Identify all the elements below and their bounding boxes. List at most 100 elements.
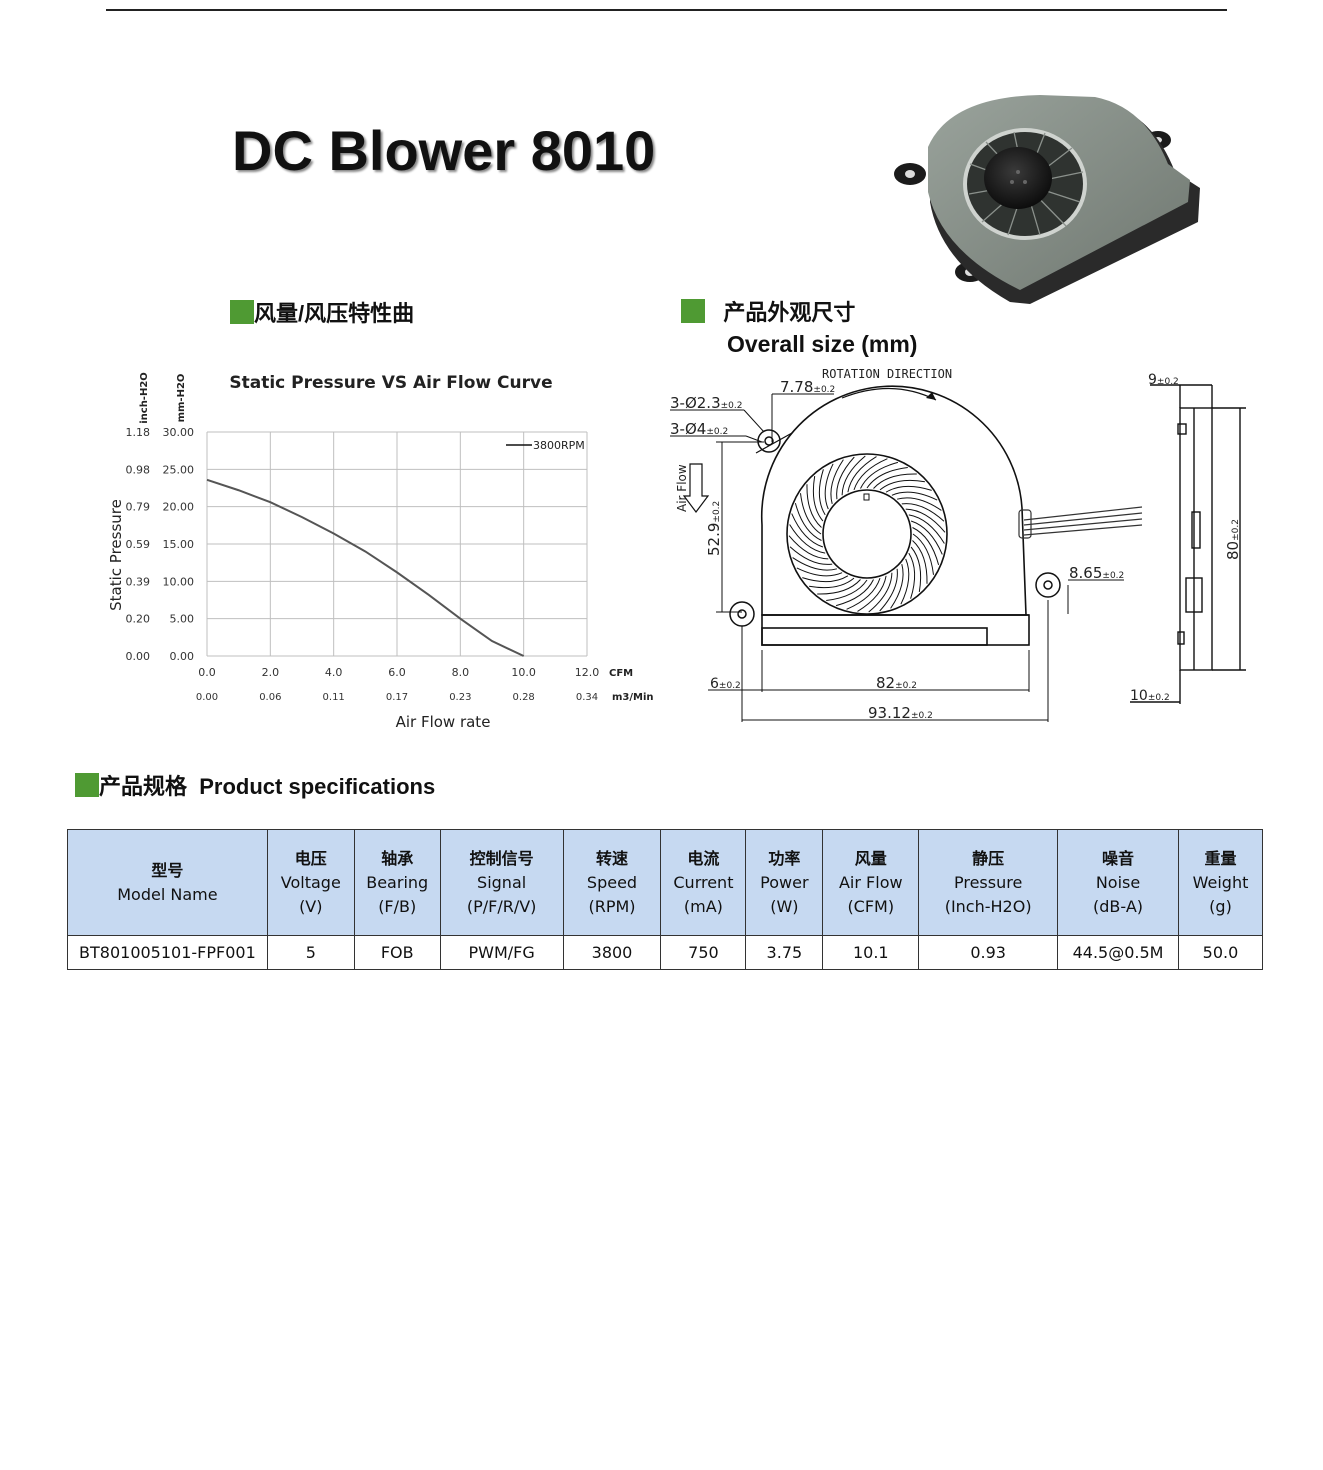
size-subheading: Overall size (mm) — [727, 331, 918, 357]
y-tick-label: 30.00 — [163, 426, 195, 439]
spec-header-cn: 噪音 — [1102, 848, 1135, 868]
x-unit-cfm: CFM — [609, 668, 633, 679]
spec-header-en: (dB-A) — [1093, 896, 1144, 916]
fan-blade — [806, 484, 822, 528]
fan-blade — [812, 476, 824, 522]
fan-blade — [912, 527, 940, 566]
spec-cell: PWM/FG — [439, 935, 564, 970]
y-tick-label-secondary: 0.79 — [126, 501, 151, 514]
fan-blade — [835, 579, 874, 607]
spec-header-en: (CFM) — [847, 896, 895, 916]
y-tick-label: 10.00 — [163, 575, 195, 588]
spec-cell: 50.0 — [1177, 935, 1264, 970]
x-tick-label-secondary: 0.00 — [196, 692, 218, 703]
spec-header-en: (mA) — [683, 896, 723, 916]
x-axis-label: Air Flow rate — [396, 713, 491, 731]
air-flow-label: Air Flow — [675, 464, 689, 512]
fan-blade — [912, 540, 928, 584]
fan-blade — [796, 567, 843, 577]
fan-blade — [789, 546, 833, 565]
fan-blade — [788, 535, 829, 560]
fan-blade — [824, 463, 834, 510]
y-tick-label: 25.00 — [163, 463, 195, 476]
dim-width-inner: 82±0.2 — [876, 674, 917, 692]
green-marker-icon — [75, 773, 99, 797]
x-tick-label-secondary: 0.28 — [513, 692, 535, 703]
green-marker-icon — [230, 300, 254, 324]
fan-blade — [860, 461, 899, 489]
fan-blade — [910, 546, 922, 592]
spec-header-en: (V) — [299, 896, 323, 916]
spec-header-cn: 重量 — [1204, 848, 1237, 868]
spec-cell: 3.75 — [745, 935, 824, 970]
x-tick-label-secondary: 0.06 — [259, 692, 281, 703]
x-tick-label: 10.0 — [511, 666, 535, 679]
spec-cell: 3800 — [562, 935, 662, 970]
fan-impeller — [786, 453, 948, 615]
spec-header-en: (F/B) — [378, 896, 417, 916]
fan-blade — [809, 577, 855, 589]
spec-cell: 0.93 — [918, 935, 1059, 970]
dim-side-height: 80±0.2 — [1224, 519, 1242, 560]
spec-header-en: (g) — [1209, 896, 1232, 916]
x-tick-label-secondary: 0.11 — [323, 692, 345, 703]
y-tick-label-secondary: 0.00 — [126, 650, 151, 663]
y-unit-mm: mm-H2O — [176, 374, 187, 423]
fan-blade — [896, 497, 942, 511]
fan-blade — [802, 575, 849, 583]
fan-blade — [826, 579, 868, 601]
fan-blade — [900, 558, 910, 605]
y-tick-label: 20.00 — [163, 501, 195, 514]
spec-header-en: Air Flow — [838, 872, 903, 892]
fan-blade — [890, 563, 904, 609]
dim-height-left: 52.9±0.2 — [705, 501, 723, 556]
y-axis-label: Static Pressure — [107, 499, 125, 611]
spec-header-cn: 静压 — [972, 848, 1005, 868]
spec-section-heading: 产品规格 Product specifications — [75, 769, 435, 801]
x-tick-label-secondary: 0.17 — [386, 692, 408, 703]
spec-header-en: Noise — [1095, 872, 1141, 892]
legend-label: 3800RPM — [533, 439, 585, 452]
fan-blade — [847, 456, 877, 493]
fan-blade — [873, 473, 917, 489]
fan-blade — [901, 503, 945, 522]
fan-blade — [905, 508, 946, 533]
x-tick-label: 8.0 — [452, 666, 470, 679]
spec-header-en: (P/F/R/V) — [466, 896, 537, 916]
fan-blade — [846, 577, 881, 610]
spec-header-cell: 噪音 Noise (dB-A) — [1057, 829, 1179, 936]
chart-title: Static Pressure VS Air Flow Curve — [229, 373, 552, 393]
fan-blade — [789, 524, 826, 554]
fan-blade — [885, 485, 932, 493]
spec-header-en: Model Name — [117, 884, 218, 904]
dim-holes-large: 3-Ø4±0.2 — [670, 420, 728, 438]
fan-blade — [792, 557, 838, 571]
fan-blade — [868, 572, 893, 613]
fan-blade — [879, 479, 925, 491]
spec-header-cn: 风量 — [854, 848, 887, 868]
spec-header-cn: 电流 — [687, 848, 720, 868]
y-tick-label-secondary: 0.98 — [126, 463, 151, 476]
y-unit-inch: inch-H2O — [139, 372, 150, 424]
fan-blade — [836, 456, 855, 500]
fan-blade — [910, 520, 943, 555]
size-section-heading: 产品外观尺寸 — [681, 295, 855, 327]
fan-blade — [891, 491, 938, 501]
spec-cell: FOB — [353, 935, 441, 970]
fan-blade — [912, 533, 934, 575]
dimension-drawing: ROTATION DIRECTION Air Flow 3-Ø2.3±0.2 3… — [670, 367, 1246, 722]
spec-header-cell: 型号 Model Name — [67, 829, 268, 936]
spec-header-en: Pressure — [953, 872, 1023, 892]
fan-blade — [908, 514, 945, 544]
dim-right-offset: 8.65±0.2 — [1069, 564, 1124, 582]
dim-side-thickness: 9±0.2 — [1148, 372, 1179, 388]
spec-header-cn: 型号 — [151, 860, 184, 880]
fan-blade — [800, 493, 822, 535]
fan-blade — [857, 575, 887, 612]
